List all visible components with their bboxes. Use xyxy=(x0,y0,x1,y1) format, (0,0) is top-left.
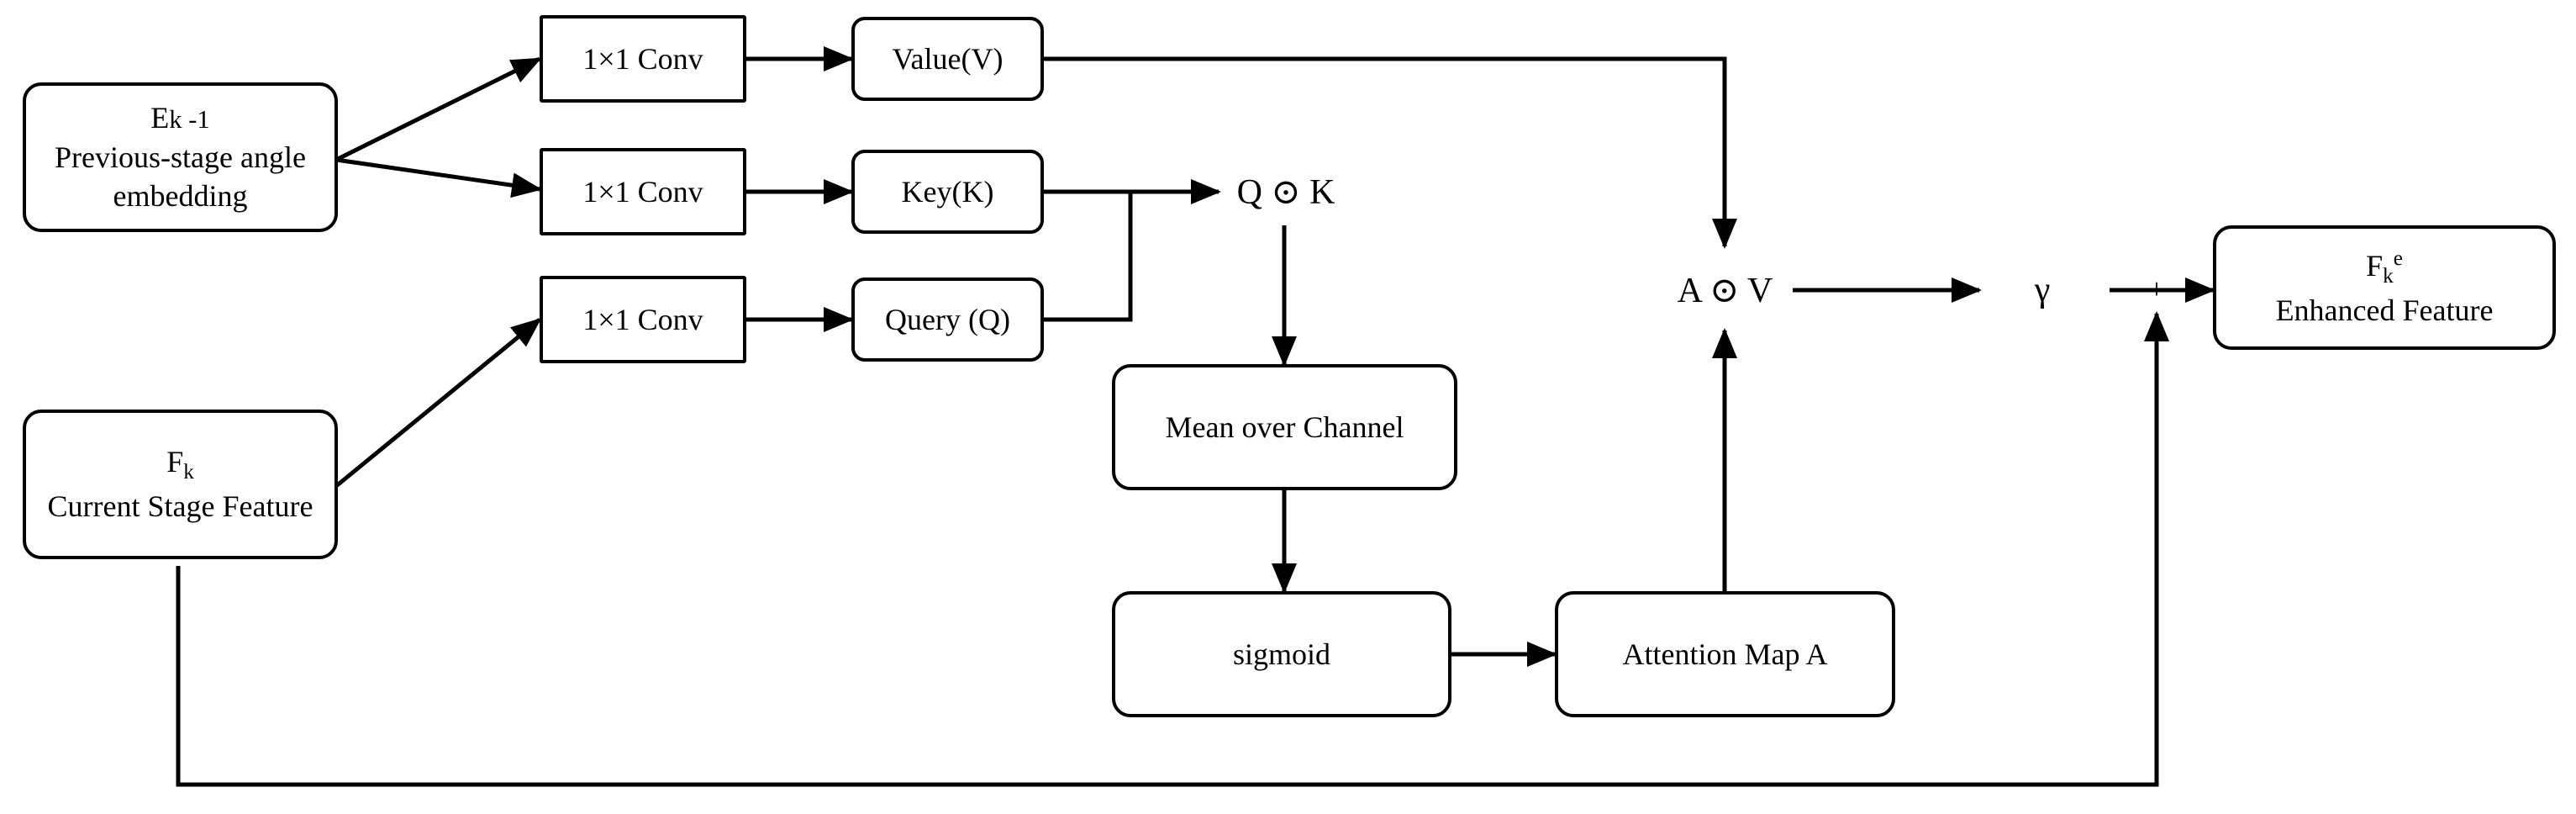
sigmoid-box: sigmoid xyxy=(1112,591,1451,717)
output-label-line1: Enhanced Feature xyxy=(2275,293,2494,327)
key-box: Key(K) xyxy=(851,150,1044,234)
prev-symbol: Ek -1 xyxy=(150,100,210,135)
arrow-curr-to-conv-bot xyxy=(335,318,542,488)
conv-mid-box: 1×1 Conv xyxy=(540,148,746,235)
arrow-prev-to-conv-top xyxy=(335,56,542,162)
qk-product-label: Q ⊙ K xyxy=(1236,173,1335,212)
enhanced-feature-box: Fke Enhanced Feature xyxy=(2213,225,2556,350)
av-product-label: A ⊙ V xyxy=(1677,272,1773,310)
value-box: Value(V) xyxy=(851,17,1044,101)
arrow-value-to-av xyxy=(1044,56,1737,249)
residual-plus-symbol: + xyxy=(2148,274,2165,305)
conv-bot-box: 1×1 Conv xyxy=(540,276,746,363)
conv-top-box: 1×1 Conv xyxy=(540,15,746,103)
mean-over-channel-box: Mean over Channel xyxy=(1112,364,1457,490)
curr-symbol: Fk xyxy=(166,445,194,484)
attention-map-box: Attention Map A xyxy=(1555,591,1895,717)
arrow-prev-to-conv-mid xyxy=(335,157,542,198)
gamma-label: γ xyxy=(2034,271,2051,309)
line-query-to-join xyxy=(1044,192,1133,322)
current-stage-feature-box: Fk Current Stage Feature xyxy=(23,410,338,559)
curr-label-line1: Current Stage Feature xyxy=(47,489,313,524)
prev-label-line1: Previous-stage angle xyxy=(55,140,306,174)
prev-label-line2: embedding xyxy=(113,179,248,214)
prev-stage-embedding-box: Ek -1 Previous-stage angle embedding xyxy=(23,82,338,232)
query-box: Query (Q) xyxy=(851,278,1044,362)
arrow-residual-skip xyxy=(176,311,2169,787)
output-symbol: Fke xyxy=(2366,246,2403,288)
